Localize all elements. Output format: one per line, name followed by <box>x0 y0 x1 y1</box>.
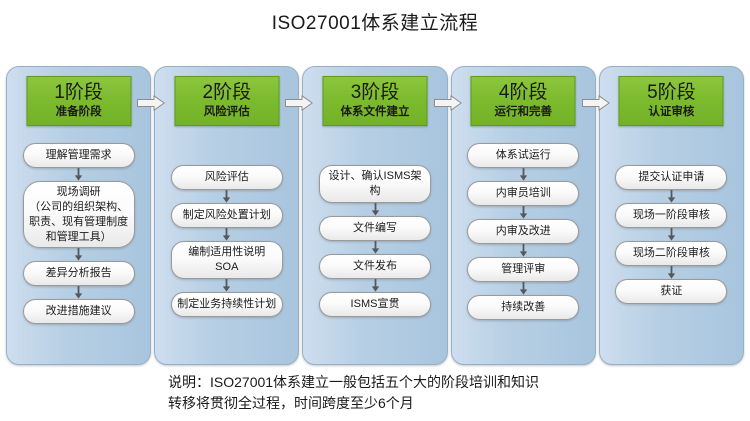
stage-panel-3[interactable]: 3阶段体系文件建立设计、确认ISMS架构文件编写文件发布 ISMS宣贯 <box>302 66 462 365</box>
step-pill-label: 现场调研（公司的组织架构、职责、现有管理制度和管理工具） <box>29 186 129 243</box>
page-title: ISO27001体系建立流程 <box>271 13 479 34</box>
step-connector-arrow-icon <box>519 206 528 219</box>
step-pill[interactable]: 风险评估 <box>170 165 283 190</box>
step-connector-arrow-icon <box>222 190 231 203</box>
step-pill[interactable]: 体系试运行 <box>467 143 580 168</box>
step-connector-arrow-icon <box>667 266 676 279</box>
stage-header-3[interactable]: 3阶段体系文件建立 <box>322 76 428 126</box>
stage-header-title: 1阶段 <box>54 81 103 103</box>
step-connector-arrow-icon <box>519 168 528 181</box>
step-pill[interactable]: 管理评审 <box>467 257 580 282</box>
stage-header-subtitle: 准备阶段 <box>55 105 102 118</box>
step-connector-arrow-icon <box>519 282 528 295</box>
step-pill[interactable]: 内审员培训 <box>467 181 580 206</box>
step-connector-arrow-icon <box>222 278 231 292</box>
step-pill[interactable]: 现场一阶段审核 <box>615 203 728 228</box>
step-pill[interactable]: 制定风险处置计划 <box>170 203 283 228</box>
stage-panel-1[interactable]: 1阶段准备阶段理解管理需求现场调研（公司的组织架构、职责、现有管理制度和管理工具… <box>6 66 165 365</box>
stage-header-subtitle: 风险评估 <box>203 105 250 118</box>
step-pill[interactable]: 内审及改进 <box>467 219 580 244</box>
stage-header-5[interactable]: 5阶段认证审核 <box>618 76 724 126</box>
stage-connector-arrow-icon <box>285 95 314 111</box>
step-connector-arrow-icon <box>667 228 676 241</box>
stage-header-1[interactable]: 1阶段准备阶段 <box>26 76 132 126</box>
stage-header-title: 2阶段 <box>202 81 252 103</box>
stage-header-title: 4阶段 <box>498 81 548 103</box>
step-connector-arrow-icon <box>519 244 528 257</box>
step-connector-arrow-icon <box>74 286 83 299</box>
step-connector-arrow-icon <box>371 202 380 216</box>
stage-panel-4[interactable]: 4阶段运行和完善体系试运行内审员培训内审及改进管理评审持续改善 <box>450 66 610 365</box>
step-pill[interactable]: ISMS宣贯 <box>319 291 431 317</box>
step-connector-arrow-icon <box>74 168 83 181</box>
stage-steps-list-5: 提交认证申请现场一阶段审核现场二阶段审核获证 <box>600 165 743 304</box>
step-connector-arrow-icon <box>74 248 83 261</box>
stage-panel-5[interactable]: 5阶段认证审核提交认证申请现场一阶段审核现场二阶段审核获证 <box>598 66 745 365</box>
footer-note: 说明：ISO27001体系建立一般包括五个大的阶段培训和知识转移将贯彻全过程，时… <box>168 372 598 414</box>
step-connector-arrow-icon <box>667 190 676 203</box>
step-pill[interactable]: 差异分析报告 <box>22 261 135 287</box>
step-pill[interactable]: 改进措施建议 <box>22 299 135 325</box>
footer-note-line: 转移将贯彻全过程，时间跨度至少6个月 <box>168 395 414 411</box>
stage-header-subtitle: 运行和完善 <box>494 105 552 118</box>
step-pill[interactable]: 理解管理需求 <box>22 143 135 168</box>
stage-header-subtitle: 认证审核 <box>648 105 695 118</box>
stage-steps-list-2: 风险评估制定风险处置计划编制适用性说明SOA 制定业务持续性计划 <box>155 165 298 317</box>
step-pill[interactable]: 现场二阶段审核 <box>615 241 728 266</box>
step-connector-arrow-icon <box>371 278 380 292</box>
stage-steps-list-4: 体系试运行内审员培训内审及改进管理评审持续改善 <box>452 143 595 320</box>
step-pill[interactable]: 制定业务持续性计划 <box>170 291 283 317</box>
stage-header-title: 3阶段 <box>350 81 400 103</box>
stage-connector-arrow-icon <box>433 95 462 111</box>
stage-header-2[interactable]: 2阶段风险评估 <box>174 76 280 126</box>
step-connector-arrow-icon <box>222 228 231 241</box>
stage-header-subtitle: 体系文件建立 <box>340 105 410 118</box>
step-pill[interactable]: 获证 <box>615 279 728 304</box>
step-pill[interactable]: 文件发布 <box>319 253 431 279</box>
step-pill[interactable]: 持续改善 <box>467 295 580 320</box>
step-pill[interactable]: 现场调研（公司的组织架构、职责、现有管理制度和管理工具） <box>22 181 135 249</box>
footer-note-line: 说明：ISO27001体系建立一般包括五个大的阶段培训和知识 <box>168 374 540 390</box>
flow-diagram-board: 1阶段准备阶段理解管理需求现场调研（公司的组织架构、职责、现有管理制度和管理工具… <box>6 66 745 365</box>
stage-steps-list-1: 理解管理需求现场调研（公司的组织架构、职责、现有管理制度和管理工具） 差异分析报告… <box>7 143 150 325</box>
stage-header-title: 5阶段 <box>647 81 696 103</box>
step-pill[interactable]: 文件编写 <box>319 215 431 241</box>
step-connector-arrow-icon <box>371 240 380 254</box>
stage-steps-list-3: 设计、确认ISMS架构文件编写文件发布 ISMS宣贯 <box>303 165 446 317</box>
step-pill[interactable]: 编制适用性说明SOA <box>170 241 283 279</box>
stage-connector-arrow-icon <box>137 95 165 111</box>
step-pill[interactable]: 设计、确认ISMS架构 <box>319 165 431 203</box>
step-pill[interactable]: 提交认证申请 <box>615 165 728 190</box>
stage-header-4[interactable]: 4阶段运行和完善 <box>470 76 576 126</box>
stage-connector-arrow-icon <box>581 95 610 111</box>
